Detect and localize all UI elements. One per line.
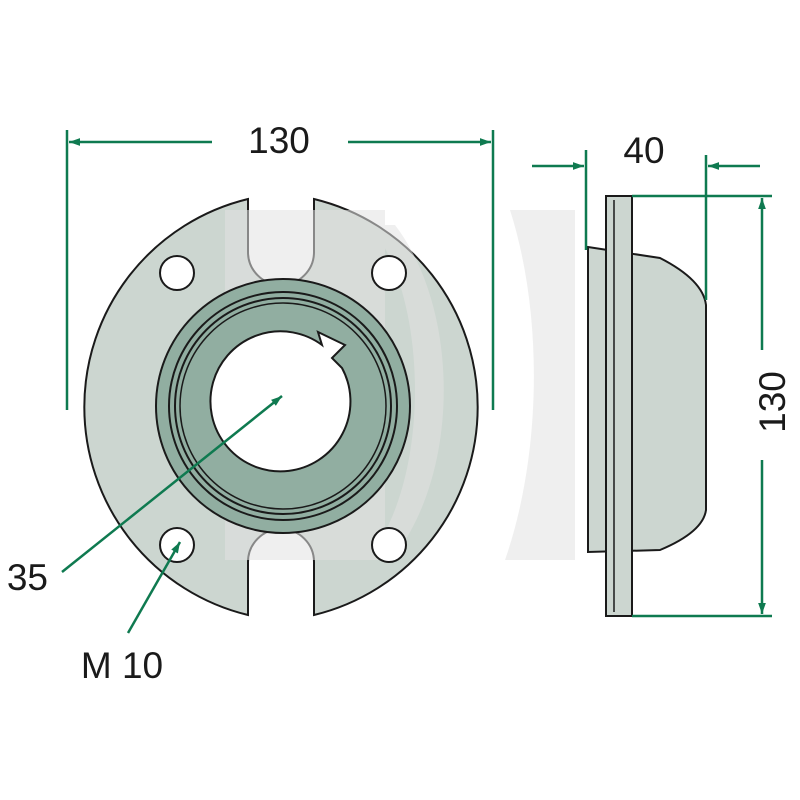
hub-ring-4 bbox=[179, 302, 387, 510]
bolt-hole-top-left bbox=[159, 255, 195, 291]
height-dimension-label: 130 bbox=[752, 371, 793, 433]
thickness-dimension-label: 40 bbox=[623, 130, 664, 171]
hub-ring-2 bbox=[168, 291, 398, 521]
front-view bbox=[83, 197, 575, 617]
bore-diameter-label: 35 bbox=[7, 557, 48, 598]
thread-label: M 10 bbox=[81, 645, 163, 686]
bolt-hole-top-right bbox=[371, 255, 407, 291]
bore-leader bbox=[61, 395, 283, 573]
bolt-hole-bottom-right bbox=[371, 527, 407, 563]
hub-ring-3 bbox=[174, 297, 392, 515]
dimension-lines bbox=[61, 130, 772, 634]
side-flange bbox=[605, 195, 633, 617]
side-view bbox=[587, 195, 707, 617]
thread-leader bbox=[126, 541, 182, 634]
width-dimension-label: 130 bbox=[248, 120, 310, 161]
keyed-bore bbox=[209, 330, 352, 473]
